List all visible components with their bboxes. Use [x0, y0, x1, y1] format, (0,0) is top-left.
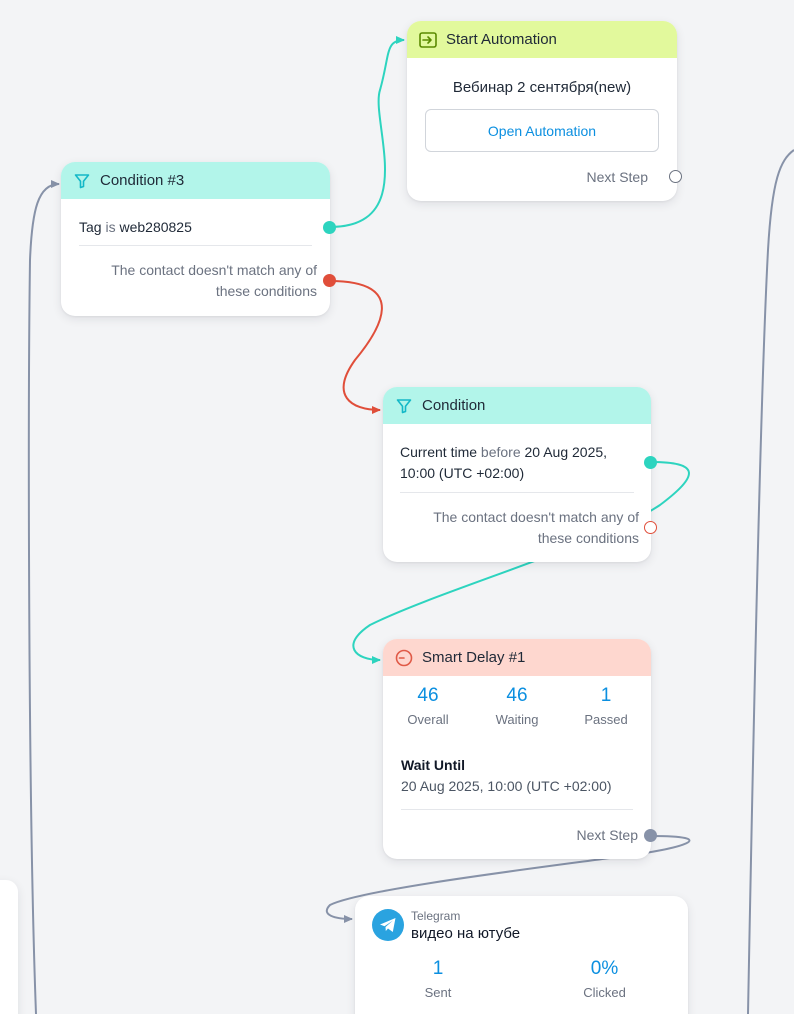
automation-name: Вебинар 2 сентября(new) [452, 79, 632, 96]
stat-waiting: 46 Waiting [473, 685, 561, 729]
stat-value: 0% [590, 958, 619, 979]
telegram-message-title: видео на ютубе [411, 925, 521, 942]
divider [79, 245, 312, 246]
telegram-channel-label: Telegram [411, 909, 461, 923]
open-automation-button[interactable]: Open Automation [425, 109, 659, 152]
start-automation-title: Start Automation [446, 31, 557, 48]
stat-clicked: 0% Clicked [521, 958, 688, 1002]
enter-arrow-icon [419, 31, 437, 49]
start-automation-header[interactable]: Start Automation [407, 21, 677, 58]
smart-delay-node[interactable]: Smart Delay #1 46 Overall 46 Waiting 1 P… [383, 639, 657, 859]
wire-right-edge [747, 149, 794, 1014]
condition-success-port[interactable] [644, 456, 657, 469]
next-step-label: Next Step [576, 827, 638, 843]
wire-condition3-fail-to-condition [329, 280, 383, 414]
stat-value: 46 [417, 685, 439, 706]
telegram-stats: 1 Sent 0% Clicked [355, 958, 688, 1002]
rule-field: Current time [400, 444, 478, 460]
condition3-rule: Tag is web280825 [79, 217, 192, 238]
condition3-node[interactable]: Condition #3 Tag is web280825 The contac… [61, 162, 336, 316]
stat-label: Clicked [583, 985, 626, 1000]
wait-until-title: Wait Until [401, 757, 466, 773]
condition-node[interactable]: Condition Current time before 20 Aug 202… [383, 387, 657, 562]
stat-label: Passed [584, 712, 628, 727]
divider [401, 809, 633, 810]
condition-header[interactable]: Condition [383, 387, 651, 424]
condition3-success-port[interactable] [323, 221, 336, 234]
wire-left-into-condition3 [27, 180, 60, 1014]
filter-icon [395, 397, 413, 415]
smart-delay-stats: 46 Overall 46 Waiting 1 Passed [383, 685, 651, 729]
next-step-label: Next Step [586, 169, 648, 185]
wire-condition3-to-start [329, 36, 405, 228]
offscreen-node-left[interactable] [0, 880, 18, 1014]
stat-sent: 1 Sent [355, 958, 521, 1002]
stat-label: Overall [407, 712, 449, 727]
filter-icon [73, 172, 91, 190]
next-step-port[interactable] [669, 170, 682, 183]
rule-operator: is [105, 219, 116, 235]
smart-delay-header[interactable]: Smart Delay #1 [383, 639, 651, 676]
rule-field: Tag [79, 219, 102, 235]
next-step-port[interactable] [644, 829, 657, 842]
telegram-icon [372, 909, 404, 941]
rule-value-line2: 10:00 (UTC +02:00) [400, 465, 525, 481]
condition3-header[interactable]: Condition #3 [61, 162, 330, 199]
stat-overall: 46 Overall [383, 685, 473, 729]
smart-delay-title: Smart Delay #1 [422, 649, 526, 666]
stat-label: Sent [424, 985, 452, 1000]
telegram-node[interactable]: Telegram видео на ютубе 1 Sent 0% Clicke… [355, 896, 688, 1014]
condition-fail-text: The contact doesn't match any of these c… [433, 509, 639, 546]
rule-operator: before [480, 444, 521, 460]
condition-title: Condition [422, 397, 486, 414]
stat-value: 46 [506, 685, 528, 706]
stat-label: Waiting [495, 712, 539, 727]
condition3-fail-port[interactable] [323, 274, 336, 287]
condition-rule: Current time before 20 Aug 2025, 10:00 (… [400, 442, 635, 484]
divider [400, 492, 634, 493]
rule-value-line1: 20 Aug 2025, [524, 444, 608, 460]
condition3-fail-text: The contact doesn't match any of these c… [111, 262, 317, 299]
clock-icon [395, 649, 413, 667]
stat-value: 1 [432, 958, 444, 979]
condition-fail-port[interactable] [644, 521, 657, 534]
wait-until-value: 20 Aug 2025, 10:00 (UTC +02:00) [401, 778, 612, 794]
condition3-title: Condition #3 [100, 172, 185, 189]
start-automation-node[interactable]: Start Automation Вебинар 2 сентября(new)… [407, 21, 682, 201]
rule-value: web280825 [119, 219, 192, 235]
stat-value: 1 [600, 685, 612, 706]
stat-passed: 1 Passed [561, 685, 651, 729]
